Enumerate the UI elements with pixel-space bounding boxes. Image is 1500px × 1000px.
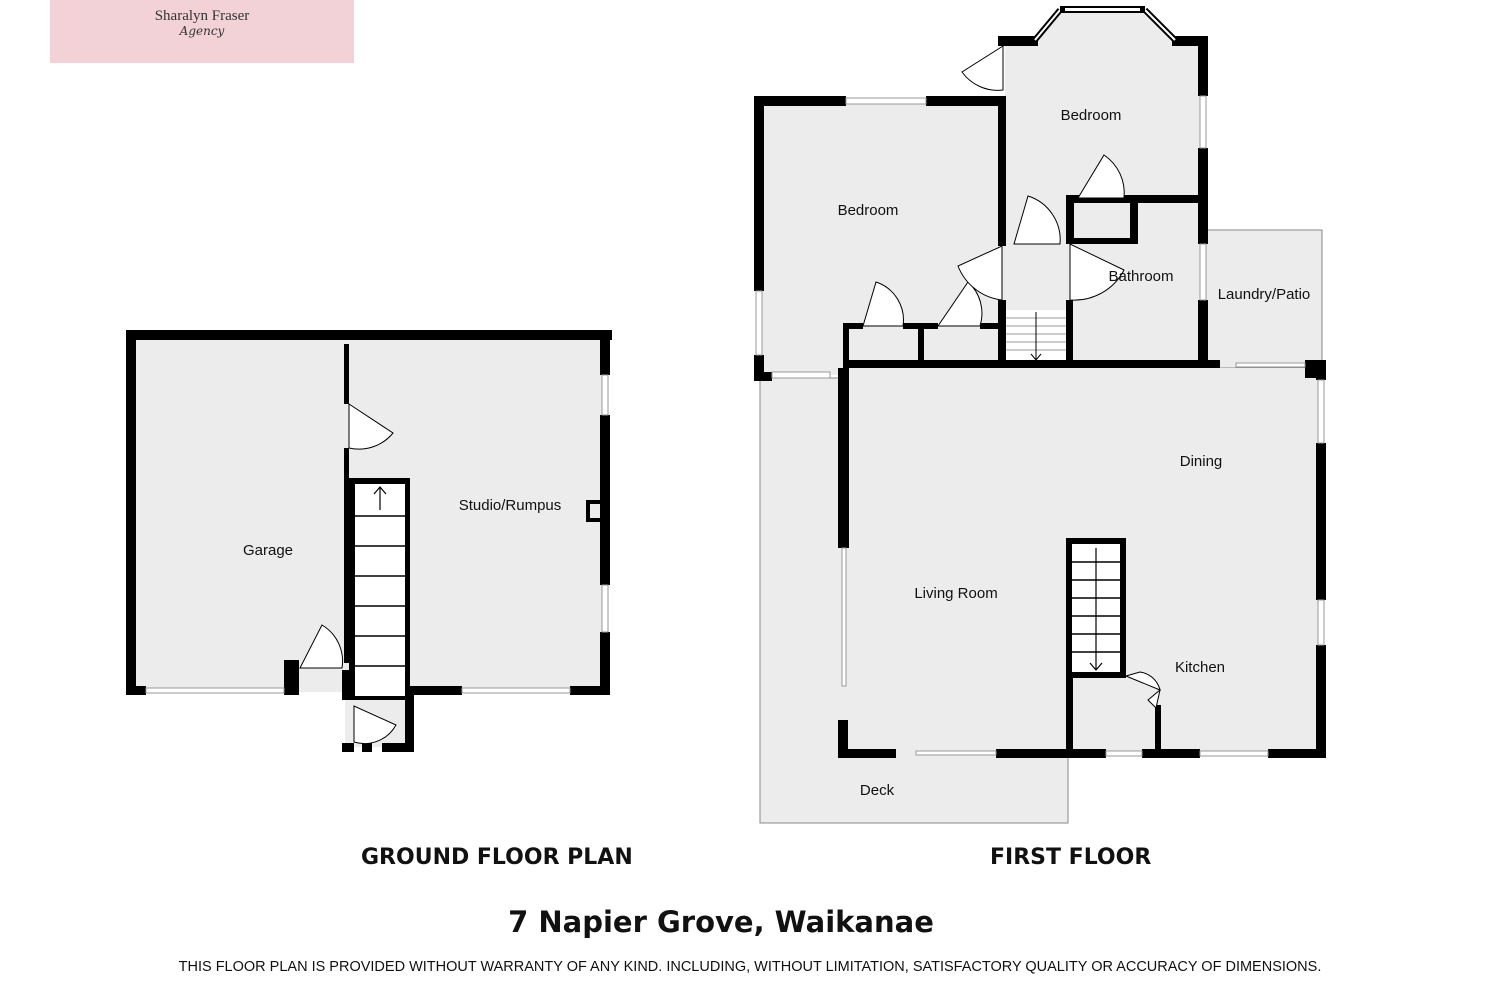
- room-label-dining: Dining: [1180, 453, 1223, 470]
- room-label-bathroom: Bathroom: [1108, 268, 1173, 285]
- ground-floor-doors: [299, 403, 397, 745]
- first-floor-windows: [755, 95, 1325, 757]
- garage-studio-door: [348, 403, 394, 450]
- stairs-up-arrow: [373, 486, 387, 510]
- room-label-laundry: Laundry/Patio: [1218, 286, 1311, 303]
- ground-floor-walls: [126, 330, 612, 752]
- bedroom-top-door: [1013, 195, 1061, 245]
- room-label-living: Living Room: [914, 585, 997, 602]
- room-label-kitchen: Kitchen: [1175, 659, 1225, 676]
- property-address: 7 Napier Grove, Waikanae: [508, 905, 934, 939]
- bedroom-left-fill: [760, 100, 1005, 375]
- wardrobe-door-1: [862, 281, 904, 327]
- room-label-bedroom-top: Bedroom: [1061, 107, 1122, 124]
- ground-floor-windows: [145, 374, 609, 694]
- ground-floor-plan: Garage Studio/Rumpus: [126, 330, 612, 752]
- logo-tagline: Agency: [179, 24, 225, 38]
- room-label-bedroom-left: Bedroom: [838, 202, 899, 219]
- first-floor-doors: [862, 45, 1161, 709]
- first-floor-title: FIRST FLOOR: [990, 845, 1152, 870]
- room-label-deck: Deck: [860, 782, 895, 799]
- room-label-garage: Garage: [243, 542, 293, 559]
- agency-logo: Sharalyn Fraser Agency: [50, 0, 354, 63]
- first-floor-plan: Bedroom Bedroom Bathroom Laundry/Patio D…: [754, 6, 1326, 824]
- ground-floor-title: GROUND FLOOR PLAN: [361, 845, 633, 870]
- entry-door: [353, 705, 397, 745]
- disclaimer-text: THIS FLOOR PLAN IS PROVIDED WITHOUT WARR…: [178, 959, 1322, 975]
- closet-door: [1077, 154, 1125, 199]
- ground-floor-stairs: [349, 478, 410, 700]
- first-floor-walls: [754, 36, 1326, 758]
- garage-entry-door: [299, 624, 344, 669]
- exterior-door-top: [961, 45, 1004, 91]
- logo-name: Sharalyn Fraser: [154, 8, 250, 24]
- first-floor-stairs-up: [1066, 538, 1126, 676]
- laundry-fill: [1204, 229, 1323, 369]
- room-label-studio: Studio/Rumpus: [459, 497, 562, 514]
- stairs-down-arrow: [1089, 548, 1103, 671]
- bedroom-left-door: [957, 245, 1003, 301]
- hall-stairs: [1006, 310, 1066, 361]
- bathroom-door: [1069, 243, 1125, 301]
